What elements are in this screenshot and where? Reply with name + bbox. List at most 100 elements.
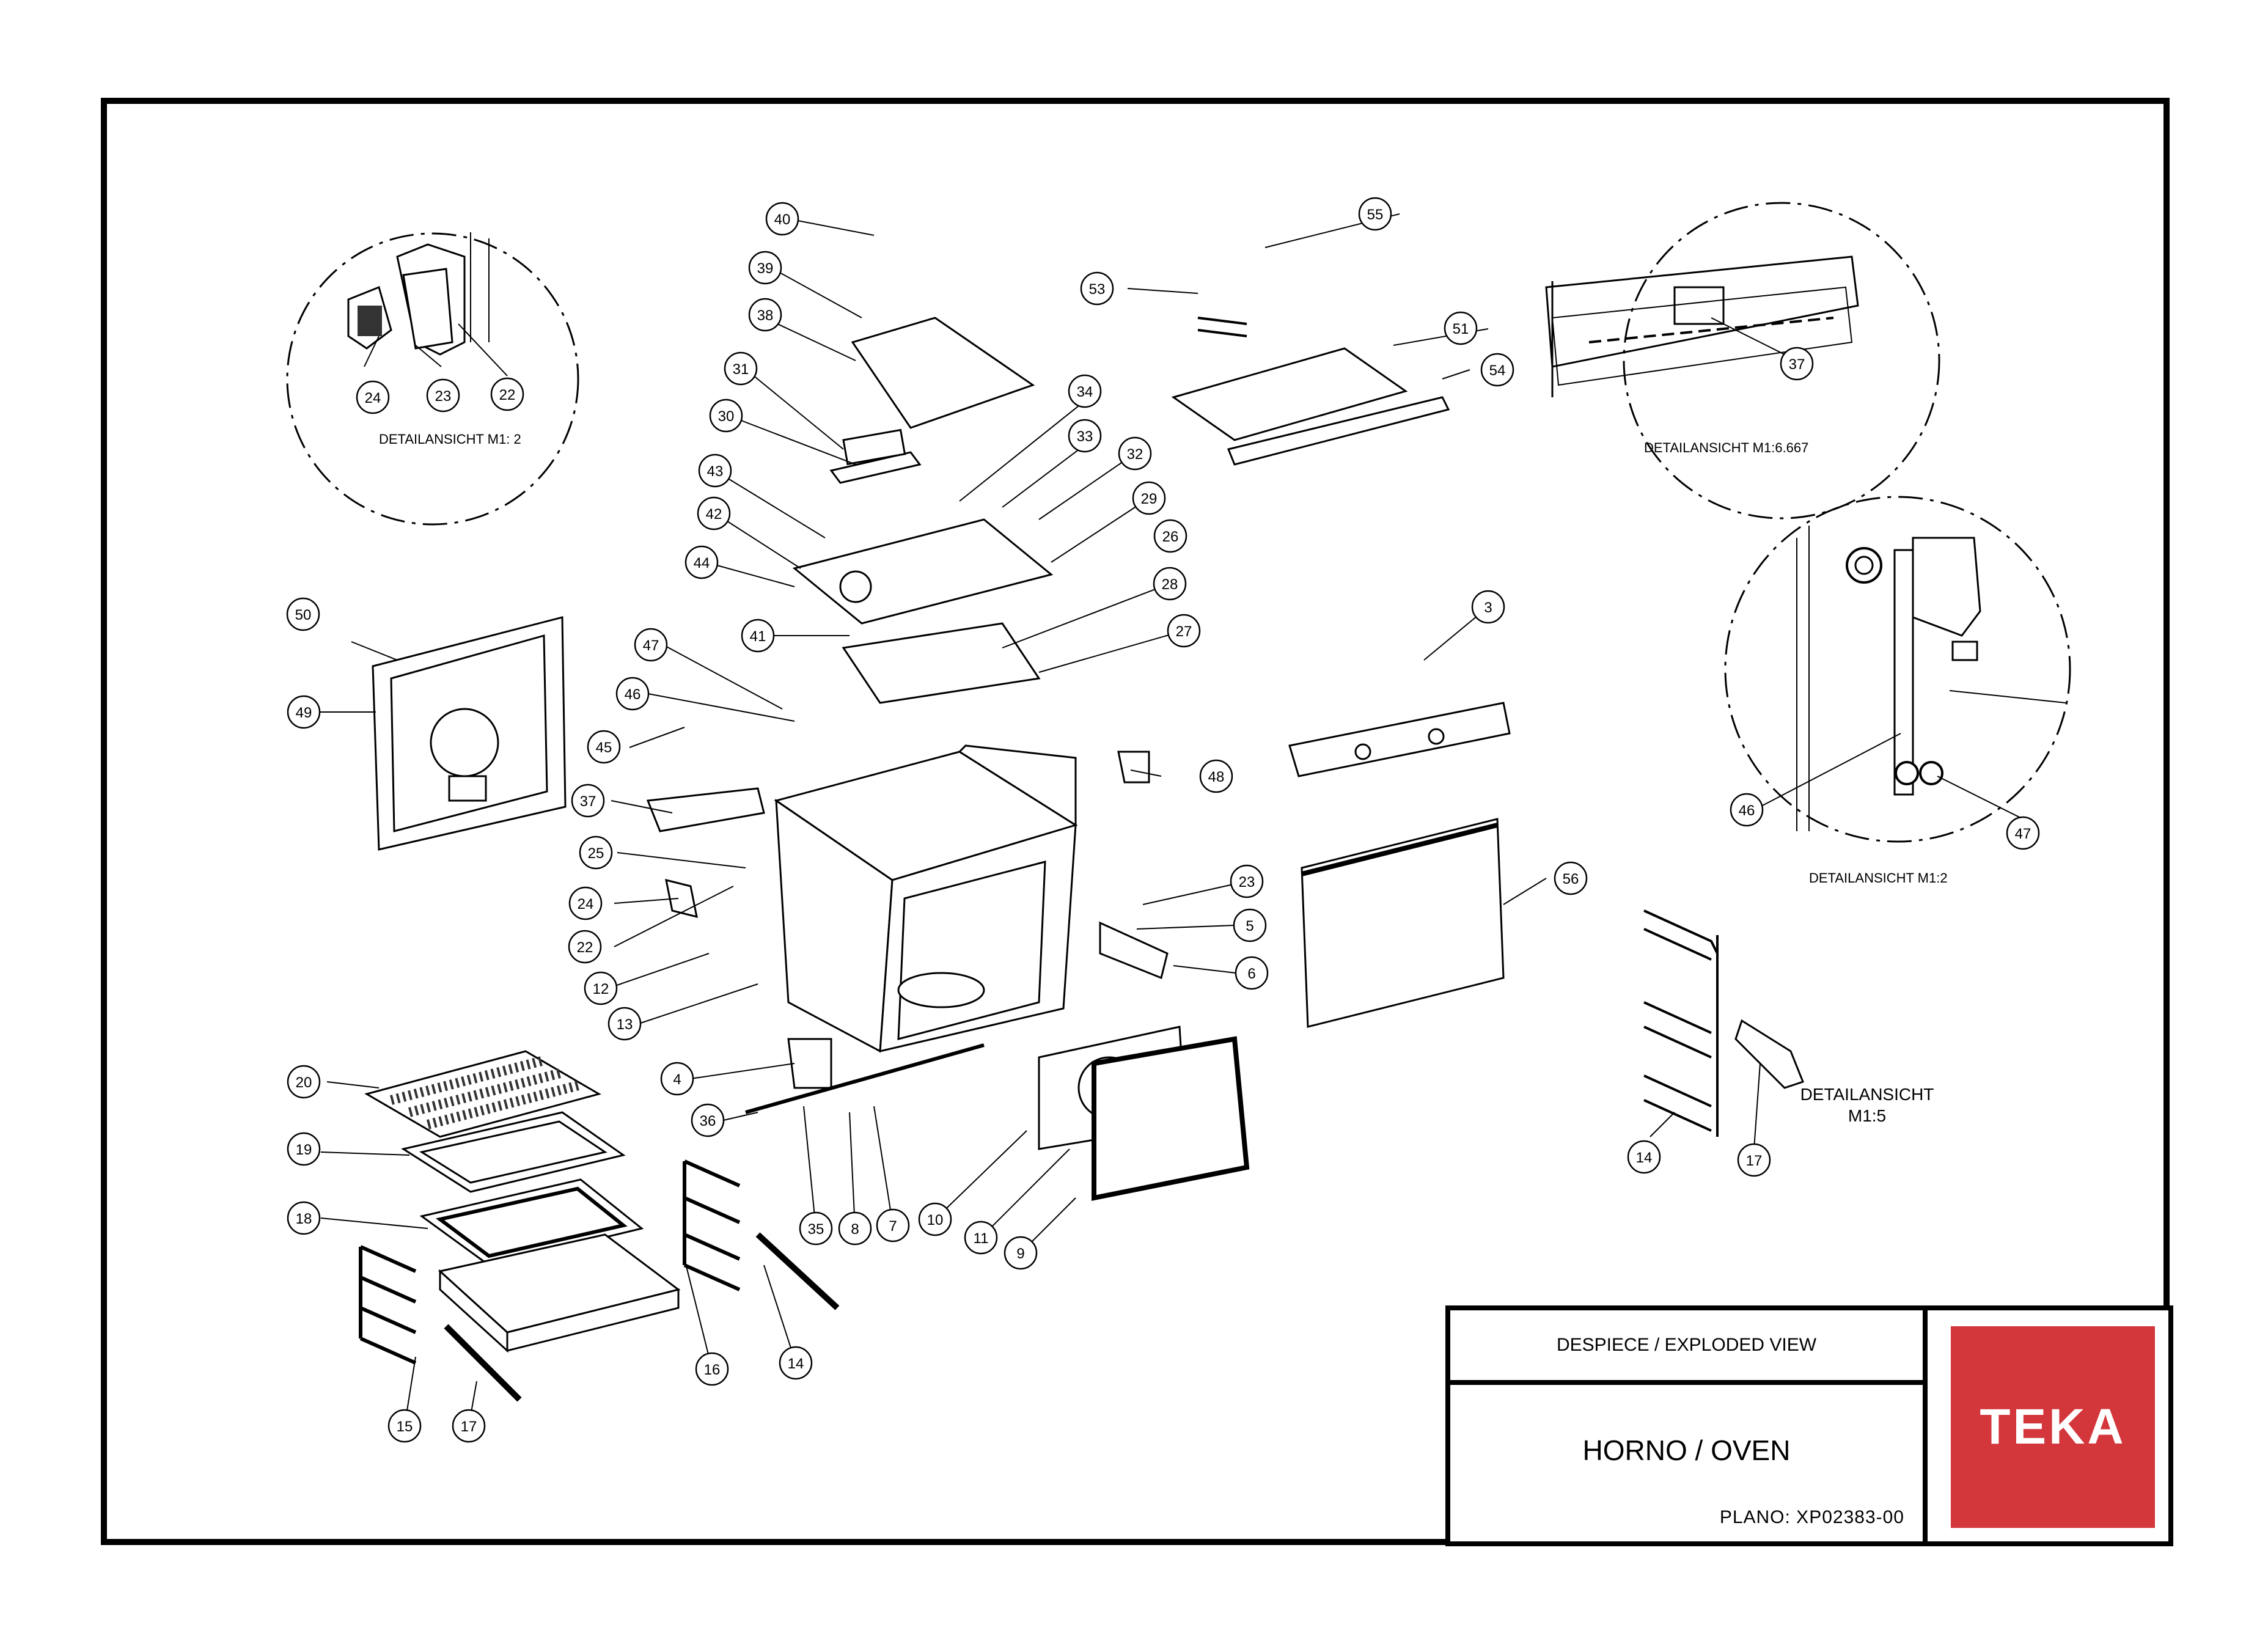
view-title: DESPIECE / EXPLODED VIEW <box>1556 1335 1817 1355</box>
product-title: HORNO / OVEN <box>1582 1434 1791 1466</box>
callout-50: 50 <box>286 597 320 631</box>
callout-circle <box>964 1221 998 1255</box>
callout-42: 42 <box>697 496 731 530</box>
callout-label: 31 <box>733 361 749 378</box>
callout-circle <box>1444 311 1478 345</box>
callout-circle <box>584 971 618 1005</box>
callout-label: 27 <box>1176 623 1192 640</box>
callout-label: 36 <box>700 1113 716 1129</box>
callout-22: 22 <box>568 930 602 964</box>
callout-27: 27 <box>1167 614 1201 648</box>
detail-circle-rail-clip <box>1724 496 2071 843</box>
callout-4: 4 <box>660 1062 694 1096</box>
callout-label: 10 <box>927 1212 944 1228</box>
callout-40: 40 <box>765 202 799 236</box>
callout-label: 8 <box>851 1221 859 1238</box>
callout-label: 46 <box>1739 802 1755 819</box>
callout-circle <box>287 1201 321 1235</box>
callout-circle <box>490 377 524 411</box>
callout-label: 14 <box>788 1356 804 1372</box>
callout-label: 22 <box>577 939 593 956</box>
callout-label: 13 <box>617 1016 633 1033</box>
detail-callout-46: 46 <box>1730 793 1764 827</box>
callout-26: 26 <box>1153 519 1187 553</box>
callout-label: 44 <box>694 555 710 571</box>
callout-label: 17 <box>461 1419 477 1435</box>
callout-label: 12 <box>593 981 609 997</box>
callout-36: 36 <box>691 1103 725 1137</box>
callout-15: 15 <box>387 1409 422 1443</box>
callout-label: 3 <box>1484 600 1492 616</box>
callout-3: 3 <box>1471 590 1505 624</box>
upper-cover <box>829 317 1035 484</box>
callout-label: 22 <box>499 387 516 403</box>
detail-callout-14: 14 <box>1627 1140 1661 1174</box>
callout-30: 30 <box>709 398 743 433</box>
callout-label: 39 <box>757 260 774 277</box>
callout-45: 45 <box>587 730 621 764</box>
callout-circle <box>1132 481 1166 515</box>
brand-logo-text: TEKA <box>1980 1399 2126 1455</box>
callout-circle <box>1627 1140 1661 1174</box>
callout-circle <box>684 545 719 579</box>
detail-label-hinge: DETAILANSICHT M1: 2 <box>379 431 521 447</box>
callout-24: 24 <box>568 886 603 920</box>
callout-55: 55 <box>1358 197 1392 231</box>
callout-circle <box>748 298 782 332</box>
callout-12: 12 <box>584 971 618 1005</box>
callout-49: 49 <box>287 695 321 729</box>
callout-circle <box>571 784 605 818</box>
callout-label: 29 <box>1141 491 1158 507</box>
callout-10: 10 <box>918 1202 952 1236</box>
callout-31: 31 <box>724 351 758 386</box>
callout-34: 34 <box>1068 374 1102 408</box>
callout-9: 9 <box>1004 1236 1038 1270</box>
oven-cavity <box>774 744 1078 1053</box>
title-block-product: HORNO / OVEN PLANO: XP02383-00 <box>1445 1380 1928 1546</box>
callout-48: 48 <box>1199 759 1233 793</box>
callout-label: 47 <box>2015 826 2031 842</box>
callout-circle <box>695 1352 729 1386</box>
callout-label: 14 <box>1636 1150 1653 1166</box>
callout-circle <box>838 1211 872 1246</box>
callout-35: 35 <box>799 1211 833 1246</box>
drawing-frame <box>101 98 2170 1545</box>
callout-circle <box>765 202 799 236</box>
callout-circle <box>426 378 460 413</box>
callout-label: 34 <box>1077 384 1093 400</box>
callout-circle <box>1068 374 1102 408</box>
callout-label: 6 <box>1247 966 1255 982</box>
callout-circle <box>876 1208 910 1243</box>
callout-label: 54 <box>1489 362 1506 379</box>
callout-label: 7 <box>889 1218 897 1235</box>
callout-label: 45 <box>596 740 612 756</box>
detail-label-rail-clip: DETAILANSICHT M1:2 <box>1809 870 1948 886</box>
callout-circle <box>1480 353 1514 387</box>
callout-circle <box>287 1132 321 1166</box>
callout-circle <box>286 597 320 631</box>
callout-label: 9 <box>1016 1246 1024 1262</box>
callout-label: 28 <box>1162 576 1178 593</box>
callout-label: 23 <box>1239 874 1255 890</box>
callout-label: 4 <box>673 1071 681 1088</box>
callout-circle <box>287 1065 321 1099</box>
callout-label: 37 <box>1789 356 1805 373</box>
callout-circle <box>2006 816 2040 850</box>
callout-51: 51 <box>1444 311 1478 345</box>
callout-label: 25 <box>588 845 604 862</box>
callout-circle <box>1737 1143 1771 1177</box>
callout-label: 53 <box>1089 281 1106 298</box>
callout-circle <box>918 1202 952 1236</box>
callout-circle <box>356 380 390 414</box>
control-panel <box>1288 702 1511 777</box>
callout-label: 5 <box>1246 918 1253 934</box>
callout-circle <box>1554 861 1588 895</box>
door-inner <box>1038 1026 1250 1201</box>
callout-17: 17 <box>452 1409 486 1443</box>
callout-circle <box>698 453 732 488</box>
callout-25: 25 <box>579 835 613 870</box>
callout-label: 16 <box>704 1362 721 1378</box>
callout-28: 28 <box>1153 567 1187 601</box>
